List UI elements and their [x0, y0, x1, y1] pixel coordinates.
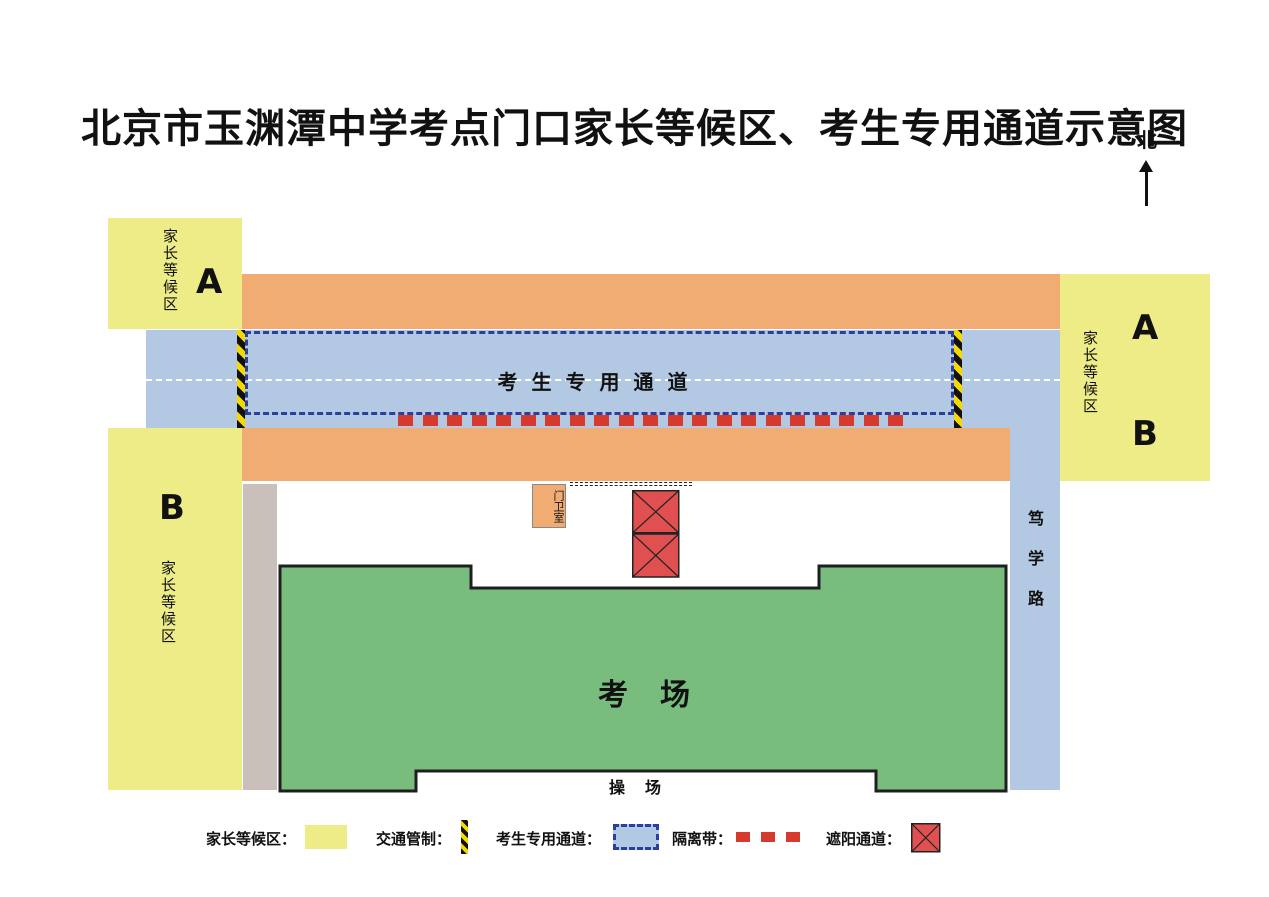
waiting-area-label: 家长等候区 [161, 228, 179, 313]
page-title: 北京市玉渊潭中学考点门口家长等候区、考生专用通道示意图 [81, 106, 1188, 152]
isolation-belt-segment [814, 415, 830, 426]
zone-letter-a: A [196, 262, 223, 302]
waiting-area-label: 家长等候区 [159, 560, 177, 645]
student-channel [245, 331, 954, 415]
legend-sunshade-swatch [911, 823, 941, 853]
legend-waiting-swatch [305, 825, 347, 849]
legend-traffic-swatch [461, 820, 468, 854]
north-label: 北 [1137, 128, 1157, 152]
zone-letter-b: B [1132, 414, 1158, 454]
isolation-belt-segment [569, 415, 585, 426]
isolation-belt-segment [863, 415, 879, 426]
legend-sunshade-label: 遮阳通道： [826, 830, 902, 848]
exam-building-label: 考场 [598, 678, 722, 713]
road-label: 笃学路 [1025, 510, 1044, 630]
waiting-area-a-west: 家长等候区 A [108, 218, 242, 329]
isolation-belt-segment [839, 415, 854, 426]
isolation-belt-segment [888, 415, 903, 426]
isolation-belt-segment [496, 415, 511, 426]
isolation-belt-segment [520, 415, 536, 426]
isolation-belt-segment [545, 415, 560, 426]
student-channel-label: 考生专用通道 [497, 370, 702, 394]
sunshade-icon [632, 490, 680, 578]
waiting-area-ab-east: A 家长等候区 B [1060, 274, 1210, 481]
isolation-belt-segment [594, 415, 609, 426]
waiting-area-b-west: B 家长等候区 [108, 428, 242, 790]
north-sidewalk [242, 274, 1060, 329]
south-sidewalk [242, 428, 1010, 481]
isolation-belt-segment [741, 415, 756, 426]
exam-building [278, 564, 1008, 793]
road-center-line [146, 379, 1060, 381]
isolation-belt-segment [471, 415, 487, 426]
zone-letter-a: A [1132, 308, 1159, 348]
isolation-belt-segment [398, 415, 413, 426]
sunshade-passage [632, 490, 680, 582]
duxue-road [1010, 330, 1060, 790]
north-arrow-icon [1139, 160, 1153, 172]
isolation-belt-segment [716, 415, 732, 426]
north-arrow-shaft [1145, 170, 1148, 206]
legend-waiting-label: 家长等候区： [206, 830, 297, 848]
traffic-control-west [237, 330, 245, 428]
isolation-belt-segment [692, 415, 707, 426]
isolation-belt [398, 415, 918, 426]
legend-channel-label: 考生专用通道： [496, 830, 602, 848]
isolation-belt-segment [643, 415, 658, 426]
legend-channel-swatch [613, 824, 659, 850]
isolation-belt-segment [765, 415, 781, 426]
guardroom: 门卫室 [532, 484, 566, 528]
isolation-belt-segment [447, 415, 462, 426]
school-gate [570, 482, 692, 486]
zone-letter-b: B [159, 488, 185, 528]
isolation-belt-segment [790, 415, 805, 426]
traffic-control-east [954, 330, 962, 428]
legend-belt-swatch [786, 832, 800, 842]
west-wall-strip [243, 484, 277, 790]
isolation-belt-segment [422, 415, 438, 426]
isolation-belt-segment [618, 415, 634, 426]
legend-belt-swatch [736, 832, 750, 842]
legend-traffic-label: 交通管制： [376, 830, 452, 848]
playground-label: 操场 [608, 778, 681, 797]
legend: 家长等候区： 交通管制： 考生专用通道： 隔离带： 遮阳通道： [0, 820, 1269, 860]
isolation-belt-segment [667, 415, 683, 426]
legend-belt-label: 隔离带： [672, 830, 733, 848]
legend-belt-swatch [761, 832, 775, 842]
waiting-area-label: 家长等候区 [1081, 330, 1099, 415]
